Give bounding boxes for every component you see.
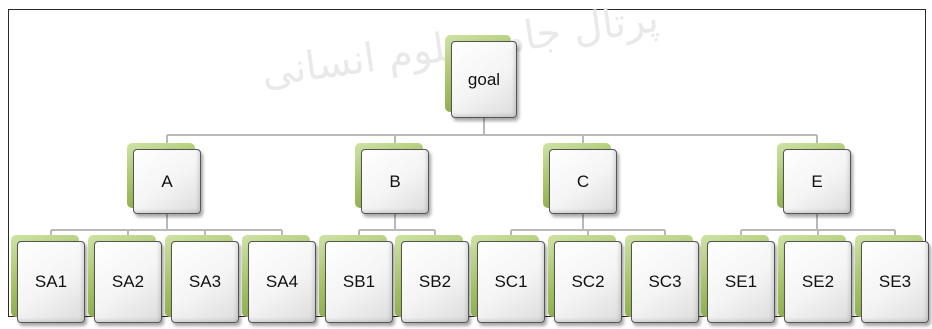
subcriterion-node-sc3-label: SC3: [648, 272, 682, 291]
criterion-node-c-label: C: [576, 171, 590, 191]
subcriterion-node-sa3-label: SA3: [188, 272, 222, 291]
criterion-node-e: E: [777, 143, 851, 214]
criterion-node-a-label: A: [161, 171, 173, 191]
subcriterion-node-se2-label: SE2: [801, 272, 835, 291]
criterion-node-a: A: [127, 143, 201, 214]
subcriterion-node-se3: SE3: [855, 235, 929, 323]
subcriterion-node-sa1: SA1: [11, 235, 85, 323]
subcriterion-node-sa3: SA3: [165, 235, 239, 323]
subcriterion-node-sa4-label: SA4: [265, 272, 299, 291]
subcriterion-node-sc1: SC1: [471, 235, 545, 323]
subcriterion-node-se1: SE1: [701, 235, 775, 323]
subcriterion-node-se3-label: SE3: [878, 272, 912, 291]
goal-node-label: goal: [467, 69, 501, 89]
subcriterion-node-sa1-label: SA1: [34, 272, 68, 291]
subcriterion-node-sc2-label: SC2: [571, 272, 605, 291]
criterion-node-b: B: [355, 143, 429, 214]
subcriterion-node-se2: SE2: [778, 235, 852, 323]
subcriterion-node-sc3: SC3: [625, 235, 699, 323]
subcriterion-node-sb2-label: SB2: [418, 272, 452, 291]
criterion-node-e-label: E: [811, 171, 823, 191]
subcriterion-node-sc2: SC2: [548, 235, 622, 323]
goal-node: goal: [445, 35, 517, 118]
criterion-node-c: C: [543, 143, 617, 214]
subcriterion-node-sb1: SB1: [319, 235, 393, 323]
subcriterion-node-sb1-label: SB1: [342, 272, 376, 291]
criterion-node-b-label: B: [389, 171, 401, 191]
subcriterion-node-sa2-label: SA2: [111, 272, 145, 291]
subcriterion-node-sc1-label: SC1: [494, 272, 528, 291]
subcriterion-node-sa2: SA2: [88, 235, 162, 323]
subcriterion-node-sb2: SB2: [395, 235, 469, 323]
subcriterion-node-sa4: SA4: [242, 235, 316, 323]
subcriterion-node-se1-label: SE1: [724, 272, 758, 291]
